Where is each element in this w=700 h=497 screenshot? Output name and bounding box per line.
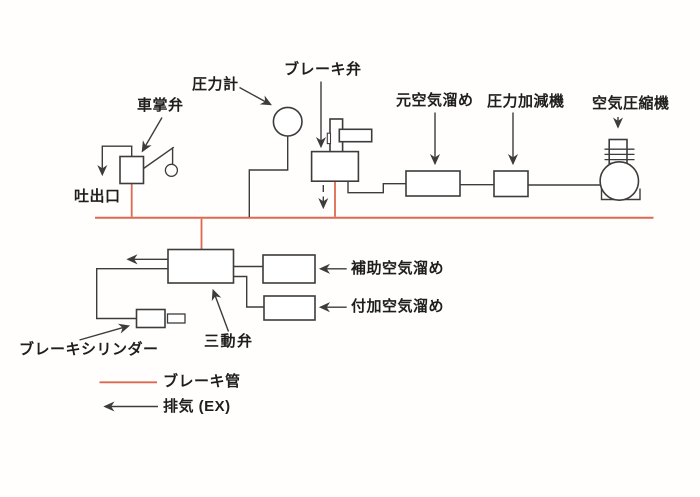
legend-exhaust-label: 排気 (EX) — [163, 398, 231, 415]
brake-cylinder-box — [135, 308, 166, 329]
brake-cylinder-rod — [166, 313, 186, 324]
brake-cylinder-label-arrow — [79, 323, 131, 341]
brake-pipe-lines — [95, 181, 654, 384]
brake-valve-body — [310, 150, 360, 183]
supp-reservoir-box — [263, 295, 316, 321]
pipe-lines — [79, 81, 624, 412]
equipment-symbols — [119, 106, 641, 329]
pressure-gauge-dial — [272, 106, 303, 137]
label-supplementary-air-reservoir: 付加空気溜め — [351, 298, 445, 315]
gauge-stem-pipe — [248, 136, 289, 217]
triple-valve-box — [167, 248, 235, 284]
main-reservoir-box — [405, 170, 461, 197]
label-pressure-gauge: 圧力計 — [192, 76, 239, 93]
discharge-pipe-arrow — [97, 145, 133, 177]
label-conductor-valve: 車掌弁 — [137, 97, 184, 114]
regulator-box — [493, 170, 529, 198]
legend-brake-pipe-label: ブレーキ管 — [163, 373, 241, 390]
brake-valve-handle-notch — [326, 132, 332, 145]
triple-valve-label-arrow — [211, 288, 230, 332]
label-brake-valve: ブレーキ弁 — [284, 61, 362, 78]
conductor-valve-box — [119, 155, 145, 185]
label-brake-cylinder: ブレーキシリンダー — [19, 341, 159, 358]
conductor-valve-label-arrow — [141, 117, 163, 153]
supp-reservoir-pipe — [233, 275, 264, 308]
label-auxiliary-air-reservoir: 補助空気溜め — [351, 260, 445, 277]
aux-reservoir-box — [262, 254, 316, 284]
conductor-valve-pull-cord — [143, 146, 175, 170]
compressor-body-circle — [599, 161, 640, 202]
label-triple-valve: 三動弁 — [204, 333, 254, 350]
label-main-air-reservoir: 元空気溜め — [396, 92, 474, 109]
pressure-gauge-label-arrow — [239, 86, 272, 106]
compressor-fins — [604, 148, 635, 161]
triple-valve-cylinder-pipe — [96, 268, 168, 320]
conductor-valve-handle-ring — [164, 163, 179, 177]
brake-valve-handle-bar — [338, 128, 373, 143]
label-discharge-port: 吐出口 — [74, 188, 121, 205]
brake-valve-to-reservoir-pipe — [347, 181, 406, 194]
label-pressure-regulator: 圧力加減機 — [487, 93, 565, 110]
label-air-compressor: 空気圧縮機 — [592, 95, 670, 112]
